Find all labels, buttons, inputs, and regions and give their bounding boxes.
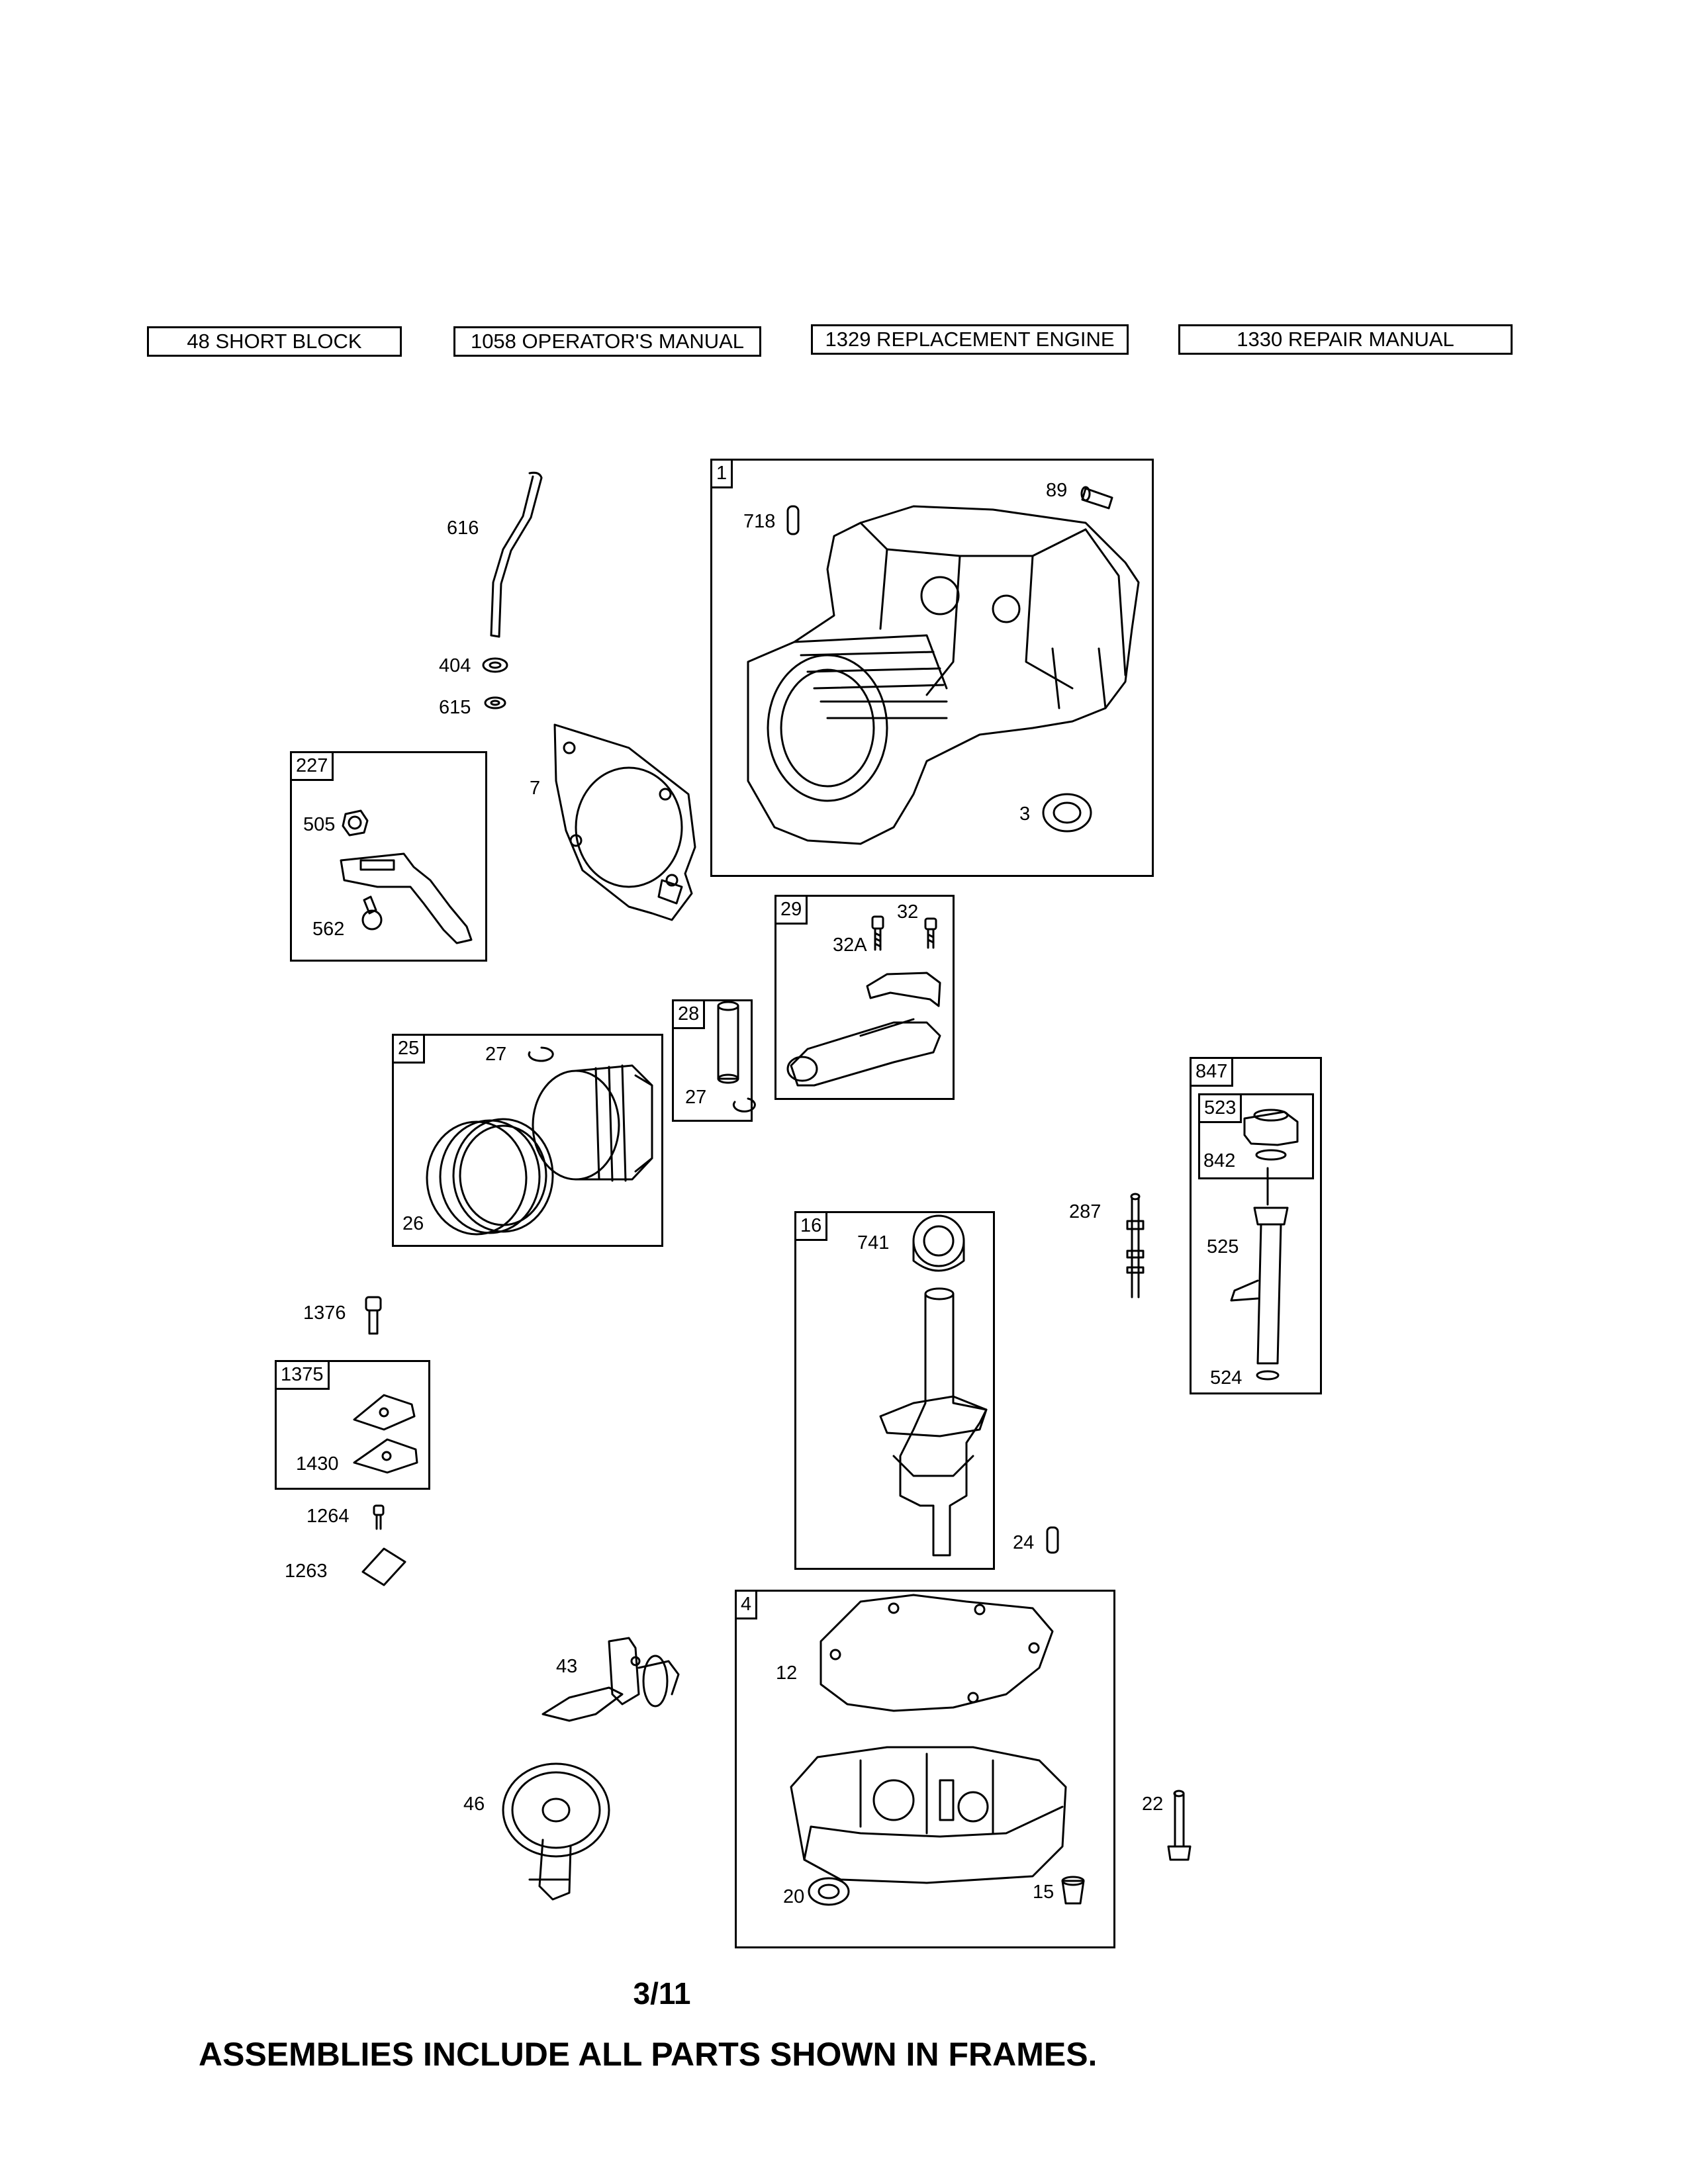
part-label-27-pin: 27 (685, 1087, 707, 1108)
plug-15-drawing (1062, 1877, 1084, 1903)
seal-615-drawing (485, 698, 505, 708)
part-label-741: 741 (857, 1232, 890, 1253)
part-label-1376: 1376 (303, 1302, 346, 1324)
part-label-27-piston: 27 (485, 1044, 507, 1065)
part-label-1264: 1264 (306, 1506, 350, 1527)
part-label-615: 615 (439, 697, 471, 718)
part-label-24: 24 (1013, 1532, 1035, 1553)
frame-tag-sump: 4 (737, 1592, 758, 1620)
seal-20-drawing (809, 1878, 849, 1905)
part-label-7: 7 (530, 778, 541, 799)
part-label-12: 12 (776, 1662, 798, 1684)
part-label-505: 505 (303, 814, 336, 835)
part-label-32a: 32A (833, 934, 867, 956)
head-gasket-drawing (555, 725, 695, 920)
dipstick-tube-525-drawing (1231, 1168, 1288, 1379)
part-label-1430: 1430 (296, 1453, 339, 1475)
gear-741-drawing (914, 1216, 964, 1271)
cover-1375-drawing (354, 1395, 414, 1430)
frame-tag-governor: 227 (292, 753, 334, 782)
short-block-ref: 48 SHORT BLOCK (147, 326, 402, 357)
key-24-drawing (1047, 1527, 1058, 1553)
frame-tag-dipstick: 847 (1192, 1059, 1234, 1087)
bolt-32-drawing (925, 919, 936, 948)
part-label-26: 26 (402, 1213, 424, 1234)
bolt-32a-drawing (872, 917, 883, 950)
frame-tag-rod: 29 (776, 897, 808, 925)
frame-tag-cover: 1375 (277, 1362, 330, 1390)
frame-piston-pin-assembly: 28 (672, 999, 753, 1122)
footer-note: ASSEMBLIES INCLUDE ALL PARTS SHOWN IN FR… (199, 2036, 1098, 2073)
sump-gasket-12-drawing (821, 1595, 1053, 1711)
part-label-43: 43 (556, 1656, 578, 1677)
clip-27a-drawing (529, 1048, 553, 1061)
page-number: 3/11 (633, 1976, 691, 2011)
part-label-1263: 1263 (285, 1561, 328, 1582)
frame-tag-pin: 28 (674, 1001, 706, 1030)
crankshaft-drawing (880, 1289, 986, 1555)
sump-cover-drawing (791, 1747, 1066, 1883)
bolt-562-drawing (363, 897, 381, 929)
replacement-engine-ref: 1329 REPLACEMENT ENGINE (811, 324, 1129, 355)
frame-sump-assembly: 4 (735, 1590, 1115, 1948)
governor-43-drawing (543, 1638, 679, 1721)
governor-bracket-drawing (341, 854, 471, 943)
part-label-3: 3 (1019, 803, 1031, 825)
operators-manual-ref: 1058 OPERATOR'S MANUAL (453, 326, 761, 357)
part-label-287: 287 (1069, 1201, 1102, 1222)
part-label-404: 404 (439, 655, 471, 676)
nut-505-drawing (343, 811, 367, 835)
frame-cylinder-assembly: 1 (710, 459, 1154, 877)
frame-tag-crank: 16 (796, 1213, 828, 1242)
part-label-562: 562 (312, 919, 345, 940)
frame-governor-assembly: 227 (290, 751, 487, 962)
washer-404-drawing (483, 659, 507, 672)
part-label-524: 524 (1210, 1367, 1243, 1388)
connecting-rod-drawing (788, 973, 940, 1085)
part-287-drawing (1127, 1194, 1143, 1297)
frame-crankshaft-assembly: 16 (794, 1211, 995, 1570)
oil-seal-drawing (1043, 794, 1091, 831)
part-label-616: 616 (447, 518, 479, 539)
frame-piston-assembly: 25 (392, 1034, 663, 1247)
cam-gear-46-drawing (503, 1764, 609, 1899)
repair-manual-ref: 1330 REPAIR MANUAL (1178, 324, 1513, 355)
cylinder-block-drawing (748, 506, 1139, 844)
gasket-1430-drawing (354, 1439, 417, 1473)
frame-cover-assembly: 1375 (275, 1360, 430, 1490)
frame-dipstick-assembly: 847 (1190, 1057, 1322, 1394)
piston-drawing (533, 1066, 652, 1181)
bolt-22-drawing (1168, 1791, 1190, 1860)
part-label-89: 89 (1046, 480, 1068, 501)
frame-connecting-rod-assembly: 29 (774, 895, 955, 1100)
part-label-842: 842 (1203, 1150, 1236, 1171)
part-label-718: 718 (743, 511, 776, 532)
part-label-15: 15 (1033, 1882, 1055, 1903)
piston-rings-drawing (427, 1119, 553, 1234)
frame-tag-piston: 25 (394, 1036, 426, 1064)
frame-cap-assembly: 523 (1198, 1093, 1314, 1179)
clip-27b-drawing (733, 1099, 755, 1111)
plate-1263-drawing (363, 1549, 405, 1585)
dipstick-cap-drawing (1244, 1110, 1297, 1160)
piston-pin-drawing (718, 1002, 738, 1083)
dipstick-tube-drawing (491, 473, 541, 637)
part-label-525: 525 (1207, 1236, 1239, 1257)
bolt-1376-drawing (366, 1297, 381, 1334)
frame-tag-cylinder: 1 (712, 461, 733, 489)
part-label-20: 20 (783, 1886, 805, 1907)
screw-1264-drawing (374, 1506, 383, 1529)
part-label-46: 46 (463, 1794, 485, 1815)
plug-89-drawing (1082, 487, 1112, 508)
frame-tag-cap: 523 (1200, 1095, 1243, 1124)
part-label-32: 32 (897, 901, 919, 923)
part-label-22: 22 (1142, 1794, 1164, 1815)
